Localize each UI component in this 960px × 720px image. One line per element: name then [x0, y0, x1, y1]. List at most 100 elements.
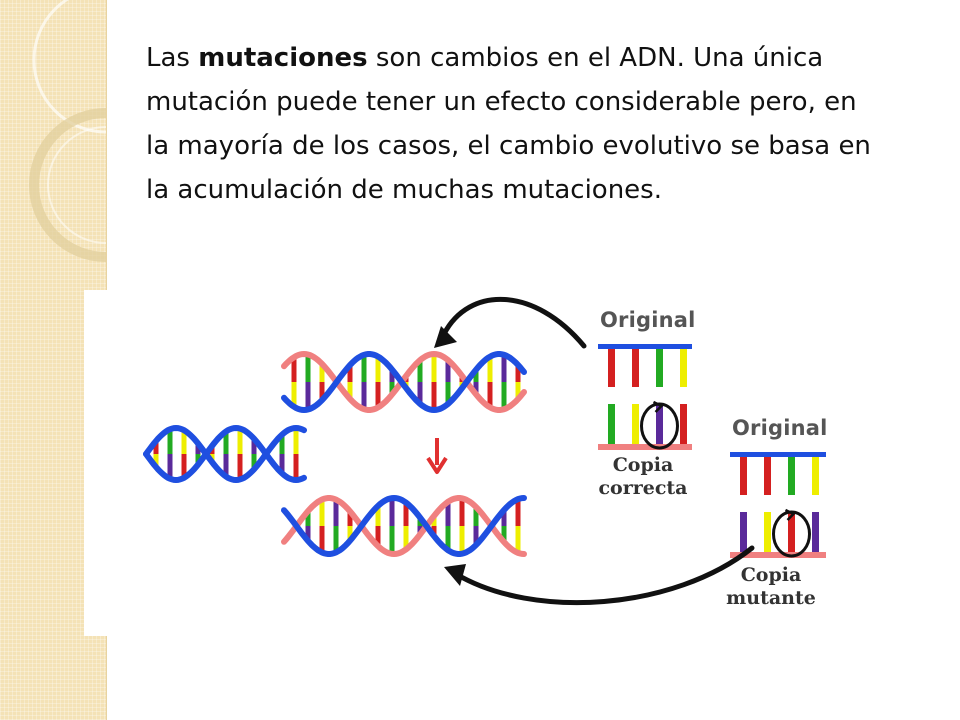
- mutant-original-strand: [730, 452, 826, 457]
- mutant-original-base: [812, 457, 819, 495]
- arrow-to-bottom-helix: [453, 545, 755, 606]
- correct-circle-arrowhead: [652, 400, 664, 413]
- correct-copy-base: [608, 404, 615, 444]
- base-pair: [347, 526, 353, 541]
- correct-copy-label: Copia correcta: [598, 454, 688, 499]
- correct-original-base: [632, 349, 639, 387]
- base-pair: [195, 443, 201, 454]
- base-pair: [305, 526, 311, 541]
- dna-diagram: [143, 296, 828, 622]
- base-pair: [223, 454, 229, 477]
- base-pair: [515, 364, 521, 382]
- base-pair: [153, 441, 159, 454]
- base-pair: [347, 382, 353, 399]
- arrow-to-bottom-helix-head: [444, 564, 466, 586]
- base-pair: [501, 509, 507, 526]
- arrow-to-top-helix-head: [434, 326, 457, 348]
- base-pair: [445, 360, 451, 382]
- base-pair: [473, 369, 479, 382]
- parent-strand-b: [143, 424, 307, 484]
- correct-copy-strand: [598, 444, 692, 450]
- base-pair: [293, 454, 299, 480]
- mutant-copy-strand: [730, 552, 826, 558]
- mutant-copy-label: Copia mutante: [726, 564, 816, 609]
- base-pair: [305, 382, 311, 410]
- base-pair: [305, 511, 311, 526]
- keyword-mutaciones: mutaciones: [198, 43, 368, 73]
- correct-copy-base: [632, 404, 639, 444]
- base-pair: [319, 526, 325, 553]
- daughter-top-template-strand: [281, 351, 527, 414]
- base-pair: [333, 499, 339, 526]
- original-label-correct: Original: [600, 308, 696, 332]
- base-pair: [237, 454, 243, 480]
- correct-copy-base: [680, 404, 687, 444]
- base-pair: [279, 454, 285, 474]
- base-pair: [291, 357, 297, 382]
- replication-arrow-head: [426, 456, 448, 474]
- correct-original-base: [656, 349, 663, 387]
- base-pair: [375, 382, 381, 408]
- mutant-copy-base: [788, 512, 795, 552]
- base-pair: [515, 526, 521, 553]
- base-pair: [431, 382, 437, 410]
- base-pair: [487, 356, 493, 382]
- base-pair: [459, 498, 465, 526]
- base-pair: [237, 428, 243, 454]
- base-pair: [279, 434, 285, 454]
- correct-original-strand: [598, 344, 692, 349]
- mutant-panel-bg: [720, 410, 828, 622]
- base-pair: [167, 454, 173, 479]
- dna-replication-figure: Original Copia correcta Original Copia m…: [84, 290, 836, 636]
- base-pair: [501, 354, 507, 382]
- base-pair: [305, 354, 311, 382]
- arrow-to-top-helix: [441, 296, 587, 349]
- base-pair: [333, 526, 339, 553]
- base-pair: [487, 382, 493, 408]
- base-pair: [153, 454, 159, 467]
- base-pair: [417, 360, 423, 382]
- original-label-mutant: Original: [732, 416, 828, 440]
- mutant-original-base: [764, 457, 771, 495]
- base-pair: [417, 382, 423, 404]
- base-pair: [389, 382, 395, 395]
- daughter-bottom-new-strand: [281, 495, 527, 558]
- mutant-original-base: [740, 457, 747, 495]
- mutant-original-base: [788, 457, 795, 495]
- base-pair: [431, 354, 437, 382]
- base-pair: [181, 430, 187, 454]
- base-pair: [251, 438, 257, 454]
- correct-original-base: [680, 349, 687, 387]
- base-pair: [167, 429, 173, 454]
- base-pair: [403, 526, 409, 550]
- base-pair: [291, 382, 297, 407]
- base-pair: [293, 428, 299, 454]
- base-pair: [361, 382, 367, 410]
- base-pair: [375, 356, 381, 382]
- slide-body-text: Las mutaciones son cambios en el ADN. Un…: [146, 43, 871, 205]
- mutant-copy-base: [740, 512, 747, 552]
- correct-original-base: [608, 349, 615, 387]
- correct-copy-base: [656, 404, 663, 444]
- base-pair: [389, 369, 395, 382]
- daughter-bottom-template-strand: [281, 494, 527, 557]
- base-pair: [251, 454, 257, 470]
- base-pair: [459, 526, 465, 554]
- mutant-copy-base: [812, 512, 819, 552]
- base-pair: [361, 354, 367, 382]
- base-pair: [515, 499, 521, 526]
- base-pair: [389, 498, 395, 526]
- base-pair: [347, 365, 353, 382]
- base-pair: [431, 526, 437, 537]
- mutant-circle-arrowhead: [784, 508, 796, 521]
- base-pair: [403, 502, 409, 526]
- base-pair: [181, 454, 187, 478]
- base-pair: [473, 382, 479, 395]
- base-pair: [375, 526, 381, 547]
- base-pair: [319, 382, 325, 401]
- base-pair: [445, 526, 451, 551]
- base-pair: [501, 382, 507, 410]
- base-pair: [195, 454, 201, 465]
- daughter-top-new-strand: [281, 350, 527, 413]
- base-pair: [473, 507, 479, 526]
